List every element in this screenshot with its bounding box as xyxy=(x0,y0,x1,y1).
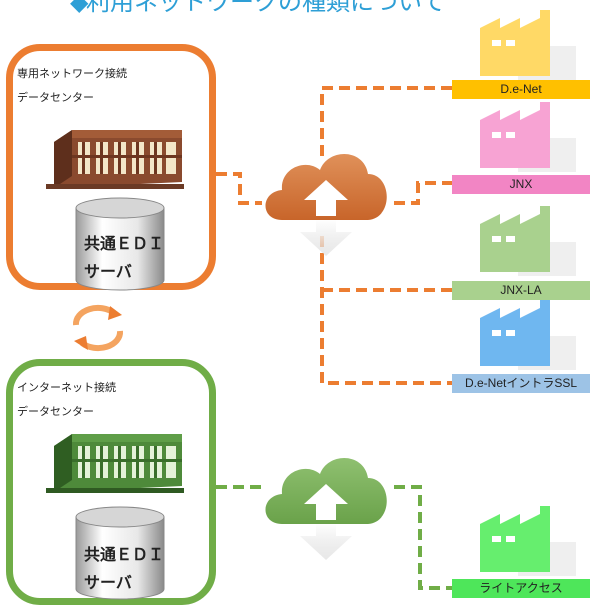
server-label-2: サーバ xyxy=(84,262,132,281)
cloud-upload-icon xyxy=(265,457,387,560)
server-label-1: 共通ＥＤＩ xyxy=(84,545,165,564)
service-label-light-access: ライトアクセス xyxy=(452,579,590,598)
service-label-jnx-la: JNX-LA xyxy=(452,281,590,300)
building-icon xyxy=(46,434,184,493)
title-bullet: ◆ xyxy=(70,0,89,16)
sync-arrows-icon xyxy=(72,304,124,352)
factory-icon xyxy=(480,300,576,370)
server-label-2: サーバ xyxy=(84,573,132,592)
line-trunk-to-intra-ssl xyxy=(320,236,452,385)
building-icon xyxy=(46,130,184,189)
page-title: ◆利用ネットワークの種類について xyxy=(70,0,530,17)
factory-icon xyxy=(480,206,576,276)
line-cloud-to-light-access xyxy=(394,485,452,590)
database-icon xyxy=(75,197,165,291)
service-label-jnx: JNX xyxy=(452,175,590,194)
factory-icon xyxy=(480,10,576,80)
cloud-upload-icon xyxy=(265,153,387,256)
dedicated-network-lines xyxy=(216,86,452,385)
internet-label-2: データセンター xyxy=(17,405,94,418)
dedicated-label-2: データセンター xyxy=(17,91,94,104)
service-label-denet: D.e-Net xyxy=(452,80,590,99)
line-datacenter-to-cloud xyxy=(216,172,262,205)
internet-lines xyxy=(216,485,452,590)
database-icon xyxy=(75,506,165,600)
line-cloud-to-jnx xyxy=(394,181,452,205)
internet-label-1: インターネット接続 xyxy=(17,381,116,394)
line-trunk-to-denet xyxy=(320,86,452,156)
service-label-intra-ssl: D.e-NetイントラSSL xyxy=(452,374,590,393)
dedicated-label-1: 専用ネットワーク接続 xyxy=(17,67,127,80)
factory-icon xyxy=(480,506,576,576)
server-label-1: 共通ＥＤＩ xyxy=(84,234,165,253)
title-text: 利用ネットワークの種類について xyxy=(86,0,446,16)
factory-icon xyxy=(480,102,576,172)
